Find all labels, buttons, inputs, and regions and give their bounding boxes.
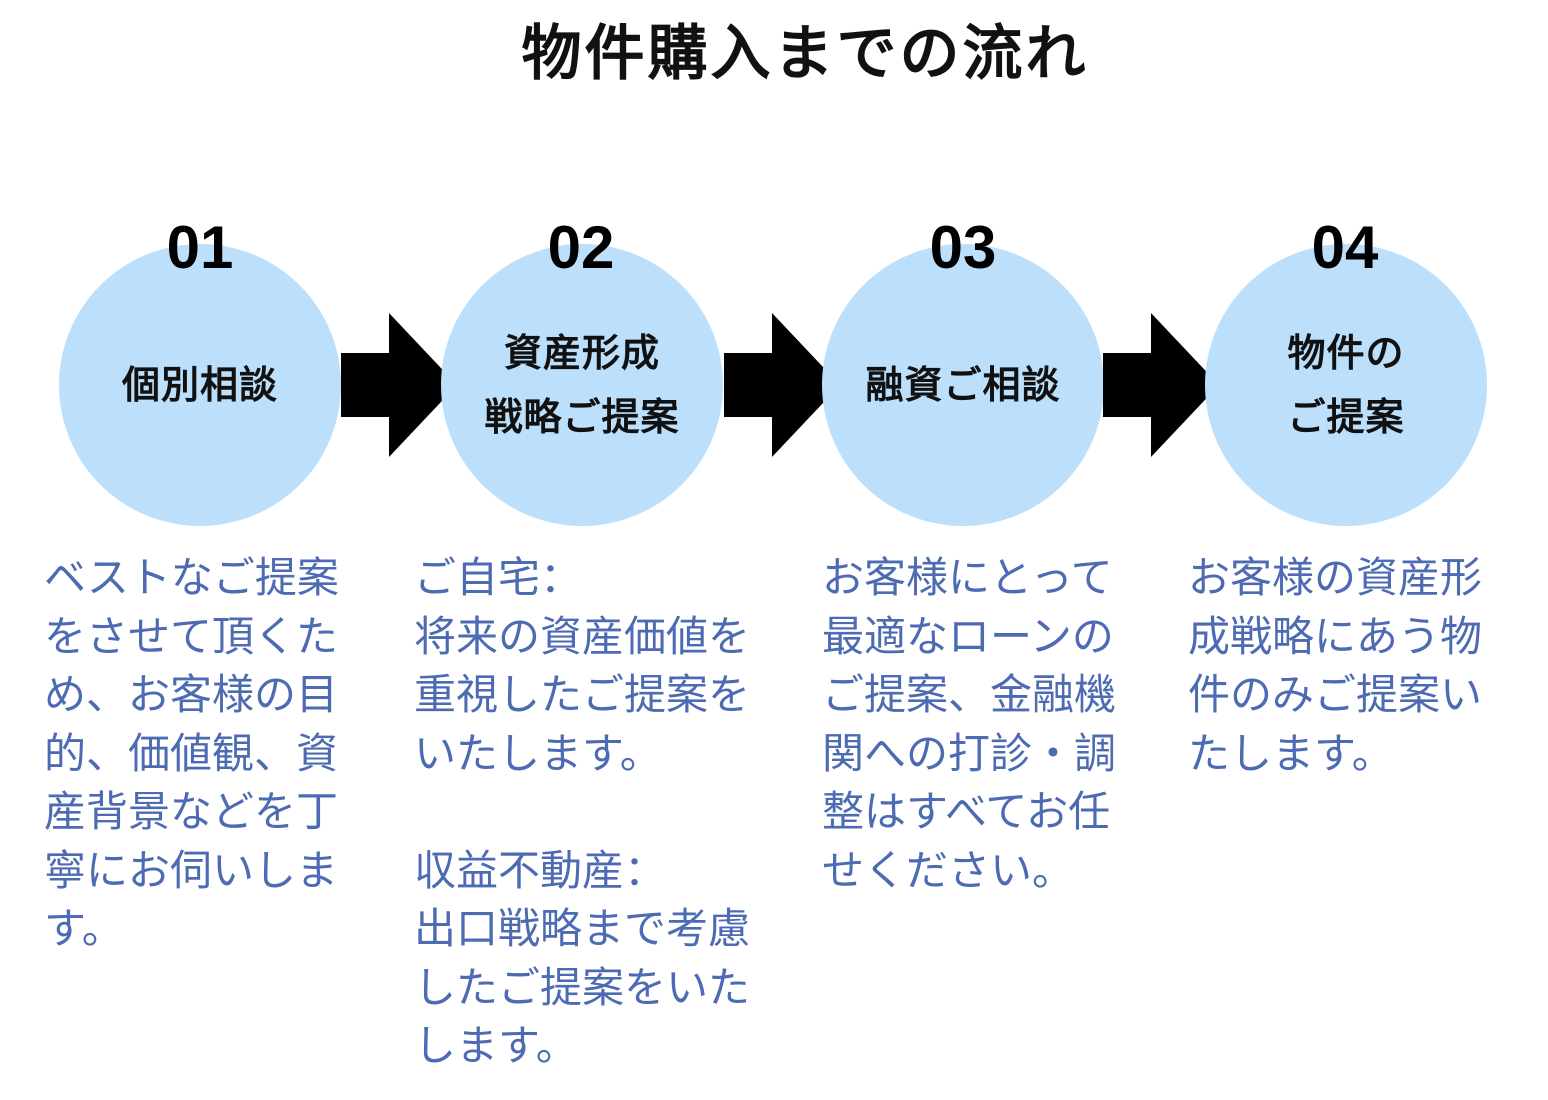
step-circle-01: 個別相談 — [59, 244, 341, 526]
step-description-02: ご自宅： 将来の資産価値を 重視したご提案を いたします。 収益不動産： 出口戦… — [414, 553, 751, 1070]
step-number-03: 03 — [929, 214, 997, 281]
step-number-04: 04 — [1311, 214, 1379, 281]
step-description-01: ベストなご提案 をさせて頂くた め、お客様の目 的、価値観、資 産背景などを丁 … — [44, 553, 339, 953]
page-title: 物件購入までの流れ — [521, 19, 1089, 89]
step-description-03: お客様にとって 最適なローンの ご提案、金融機 関への打診・調 整はすべてお任 … — [822, 553, 1117, 895]
step-circle-04: 物件の ご提案 — [1205, 244, 1487, 526]
step-label-04: 物件の ご提案 — [1287, 331, 1405, 439]
arrow-right-icon — [724, 313, 840, 457]
step-label-01: 個別相談 — [121, 363, 278, 407]
step-description-04: お客様の資産形 成戦略にあう物 件のみご提案い たします。 — [1188, 553, 1483, 778]
step-number-01: 01 — [166, 214, 234, 281]
step-number-02: 02 — [547, 214, 615, 281]
arrow-right-icon — [341, 313, 457, 457]
step-circle-03: 融資ご相談 — [822, 244, 1104, 526]
arrow-right-icon — [1103, 313, 1219, 457]
step-label-02: 資産形成 戦略ご提案 — [484, 331, 680, 439]
step-label-03: 融資ご相談 — [865, 363, 1061, 407]
step-circle-02: 資産形成 戦略ご提案 — [441, 244, 723, 526]
